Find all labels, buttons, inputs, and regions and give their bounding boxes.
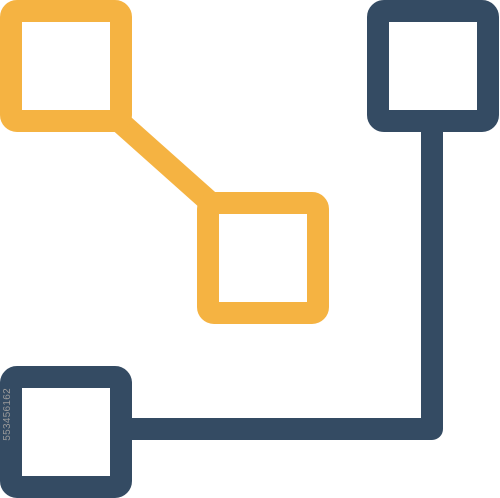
top-right-node (367, 0, 499, 132)
elbow-connector (122, 122, 443, 440)
diagonal-connector (112, 113, 220, 213)
stock-id-watermark: 553456162 (2, 388, 13, 441)
accent-group (0, 0, 329, 324)
top-left-node (0, 0, 132, 132)
middle-node (197, 192, 329, 324)
bottom-left-node (0, 366, 132, 498)
